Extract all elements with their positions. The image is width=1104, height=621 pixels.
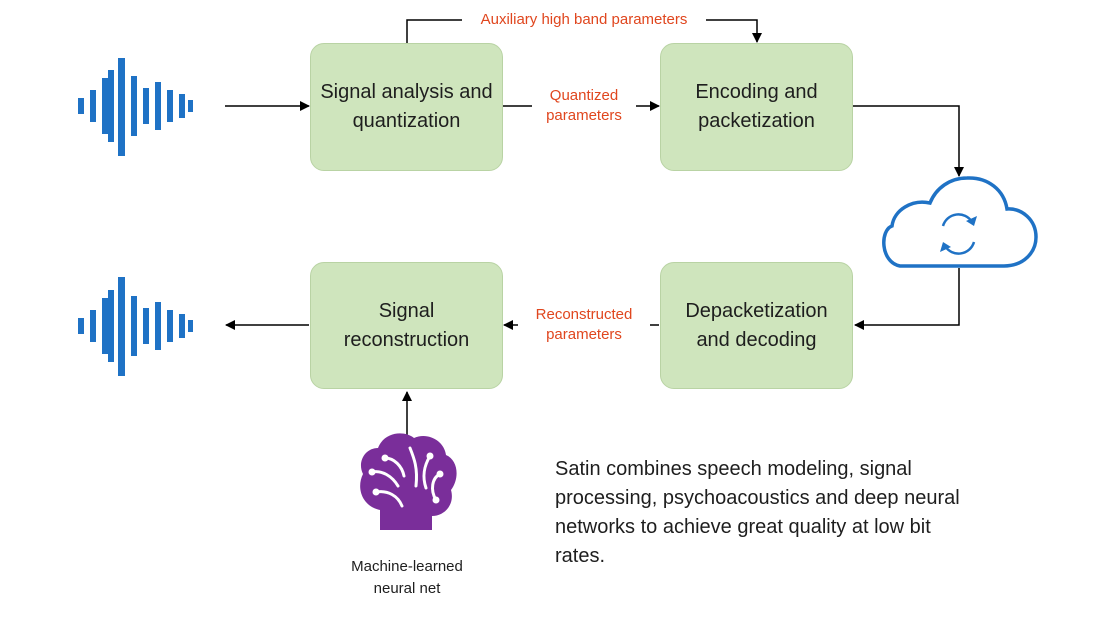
output-waveform-icon [78,277,193,376]
edge-label-auxiliary: Auxiliary high band parameters [462,10,706,30]
node-depacketization: Depacketization and decoding [660,262,853,389]
node-depacketization-label: Depacketization and decoding [685,299,828,351]
cloud-sync-icon [882,176,1038,268]
edge-label-quantized: Quantized parameters [532,86,636,126]
edge-label-reconstructed: Reconstructed parameters [518,305,650,345]
node-encoding: Encoding and packetization [660,43,853,171]
node-encoding-label: Encoding and packetization [695,81,818,132]
arrow-cloud-to-depacketization [854,268,960,330]
brain-caption: Machine-learned neural net [351,558,463,597]
node-signal-analysis: Signal analysis and quantization [310,43,503,171]
input-waveform-icon [78,58,193,156]
node-signal-analysis-label: Signal analysis and quantization [320,81,493,132]
arrow-encoding-to-cloud [853,105,964,177]
description-text: Satin combines speech modeling, signal p… [555,458,960,567]
brain-icon [360,433,457,530]
node-signal-reconstruction-label: Signal reconstruction [343,299,470,351]
node-signal-reconstruction: Signal reconstruction [310,262,503,389]
